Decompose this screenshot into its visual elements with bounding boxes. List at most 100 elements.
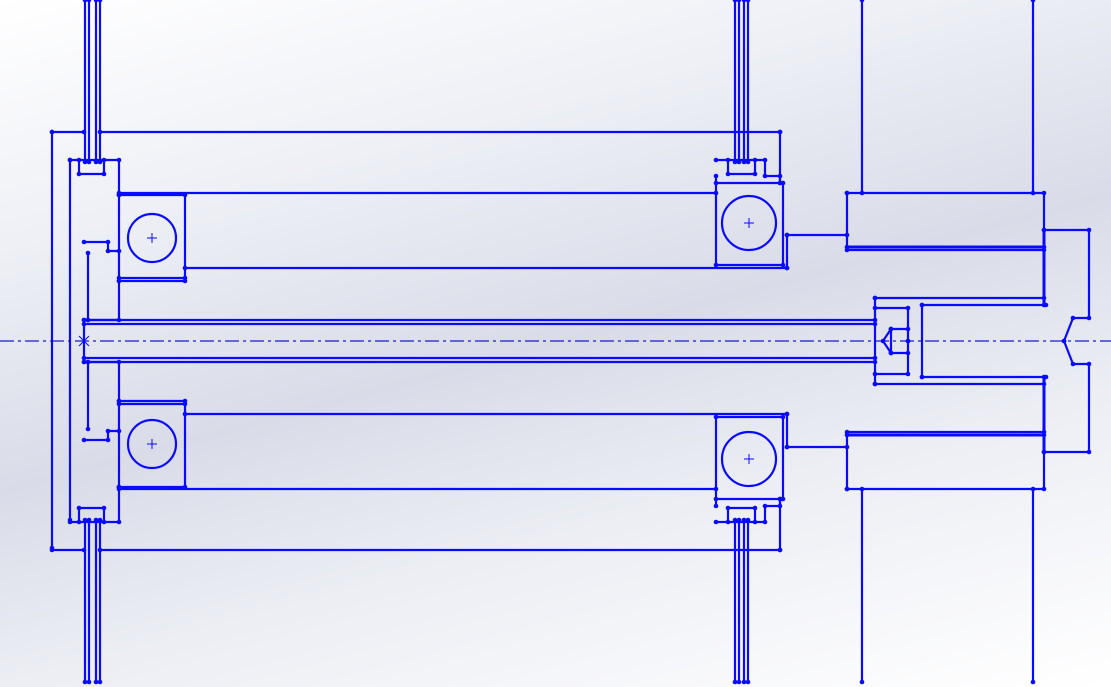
sketch-point[interactable] (1086, 449, 1092, 455)
sketch-point[interactable] (76, 505, 82, 511)
bearing-ball-left-bottom[interactable] (126, 418, 178, 470)
notch-right-slot[interactable] (726, 506, 757, 522)
sketch-point[interactable] (784, 265, 790, 271)
sketch-point[interactable] (888, 326, 894, 332)
notch-left-slot[interactable] (77, 506, 106, 522)
sketch-point[interactable] (777, 129, 783, 135)
sketch-point[interactable] (49, 547, 55, 553)
sketch-point[interactable] (905, 338, 911, 344)
sketch-point[interactable] (713, 180, 719, 186)
sketch-point[interactable] (1043, 374, 1049, 380)
motor-block[interactable] (845, 191, 1046, 252)
sketch-point[interactable] (116, 248, 122, 254)
sketch-point[interactable] (762, 157, 768, 163)
sketch-point[interactable] (741, 0, 747, 3)
sketch-point[interactable] (905, 350, 911, 356)
sketch-point[interactable] (777, 173, 783, 179)
sketch-point[interactable] (777, 503, 783, 509)
sketch-point[interactable] (81, 359, 87, 365)
sketch-point[interactable] (762, 173, 768, 179)
sketch-point[interactable] (1043, 302, 1049, 308)
sketch-point[interactable] (736, 0, 742, 3)
sketch-point[interactable] (85, 250, 91, 256)
sketch-point[interactable] (93, 679, 99, 685)
sketch-point[interactable] (888, 350, 894, 356)
sketch-point[interactable] (182, 401, 188, 407)
flange-arm[interactable] (1044, 340, 1091, 454)
sketch-point[interactable] (713, 503, 719, 509)
sketch-point[interactable] (93, 0, 99, 3)
sketch-point[interactable] (97, 679, 103, 685)
shoulder-step[interactable] (84, 429, 119, 442)
sketch-point[interactable] (905, 326, 911, 332)
sketch-point[interactable] (105, 248, 111, 254)
sketch-point[interactable] (713, 496, 719, 502)
sketch-point[interactable] (713, 262, 719, 268)
sketch-point[interactable] (97, 0, 103, 3)
center-mark[interactable] (147, 233, 157, 243)
sketch-point[interactable] (725, 519, 731, 525)
sketch-point[interactable] (872, 305, 878, 311)
sketch-point[interactable] (859, 0, 865, 3)
sketch-point[interactable] (725, 505, 731, 511)
sketch-point[interactable] (844, 486, 850, 492)
sketch-point[interactable] (732, 0, 738, 3)
sketch-point[interactable] (105, 428, 111, 434)
sketch-point[interactable] (745, 0, 751, 3)
notch-right-slot[interactable] (726, 160, 757, 176)
sketch-point[interactable] (1041, 295, 1047, 301)
sketch-point[interactable] (86, 0, 92, 3)
sketch-point[interactable] (116, 486, 122, 492)
sketch-point[interactable] (725, 157, 731, 163)
motor-block[interactable] (845, 430, 1046, 491)
sketch-point[interactable] (1086, 227, 1092, 233)
sketch-point[interactable] (780, 262, 786, 268)
bearing-ball-right-top[interactable] (720, 194, 778, 252)
sketch-point[interactable] (1030, 486, 1036, 492)
sketch-point[interactable] (101, 505, 107, 511)
sketch-point[interactable] (752, 157, 758, 163)
sketch-point[interactable] (67, 157, 73, 163)
sketch-point[interactable] (780, 496, 786, 502)
sketch-point[interactable] (880, 338, 886, 344)
sketch-point[interactable] (725, 171, 731, 177)
sketch-point[interactable] (872, 381, 878, 387)
sketch-point[interactable] (1041, 381, 1047, 387)
shoulder-step[interactable] (84, 240, 119, 253)
sketch-point[interactable] (1030, 190, 1036, 196)
sketch-point[interactable] (905, 371, 911, 377)
notch-left[interactable] (70, 158, 121, 195)
sketch-point[interactable] (859, 486, 865, 492)
notch-left[interactable] (70, 487, 121, 524)
shoulder-base[interactable] (88, 360, 121, 401)
sketch-point[interactable] (116, 428, 122, 434)
sketch-point[interactable] (81, 317, 87, 323)
sketch-point[interactable] (76, 519, 82, 525)
sketch-point[interactable] (1030, 679, 1036, 685)
notch-left-slot[interactable] (77, 160, 106, 176)
sketch-point[interactable] (182, 265, 188, 271)
sketch-point[interactable] (182, 275, 188, 281)
sketch-point[interactable] (784, 232, 790, 238)
sketch-point[interactable] (780, 180, 786, 186)
sketch-point[interactable] (741, 679, 747, 685)
sketch-point[interactable] (859, 679, 865, 685)
sketch-point[interactable] (919, 374, 925, 380)
sketch-point[interactable] (1086, 315, 1092, 321)
shoulder-base[interactable] (88, 281, 121, 322)
sketch-point[interactable] (844, 190, 850, 196)
sketch-point[interactable] (1041, 190, 1047, 196)
sketch-point[interactable] (780, 414, 786, 420)
sketch-point[interactable] (81, 239, 87, 245)
sketch-point[interactable] (784, 444, 790, 450)
sketch-point[interactable] (777, 547, 783, 553)
center-mark[interactable] (744, 218, 754, 228)
sketch-point[interactable] (1041, 227, 1047, 233)
sketch-point[interactable] (713, 414, 719, 420)
sketch-point[interactable] (116, 278, 122, 284)
sketch-point[interactable] (116, 398, 122, 404)
sketch-point[interactable] (1030, 0, 1036, 3)
sketch-point[interactable] (752, 519, 758, 525)
